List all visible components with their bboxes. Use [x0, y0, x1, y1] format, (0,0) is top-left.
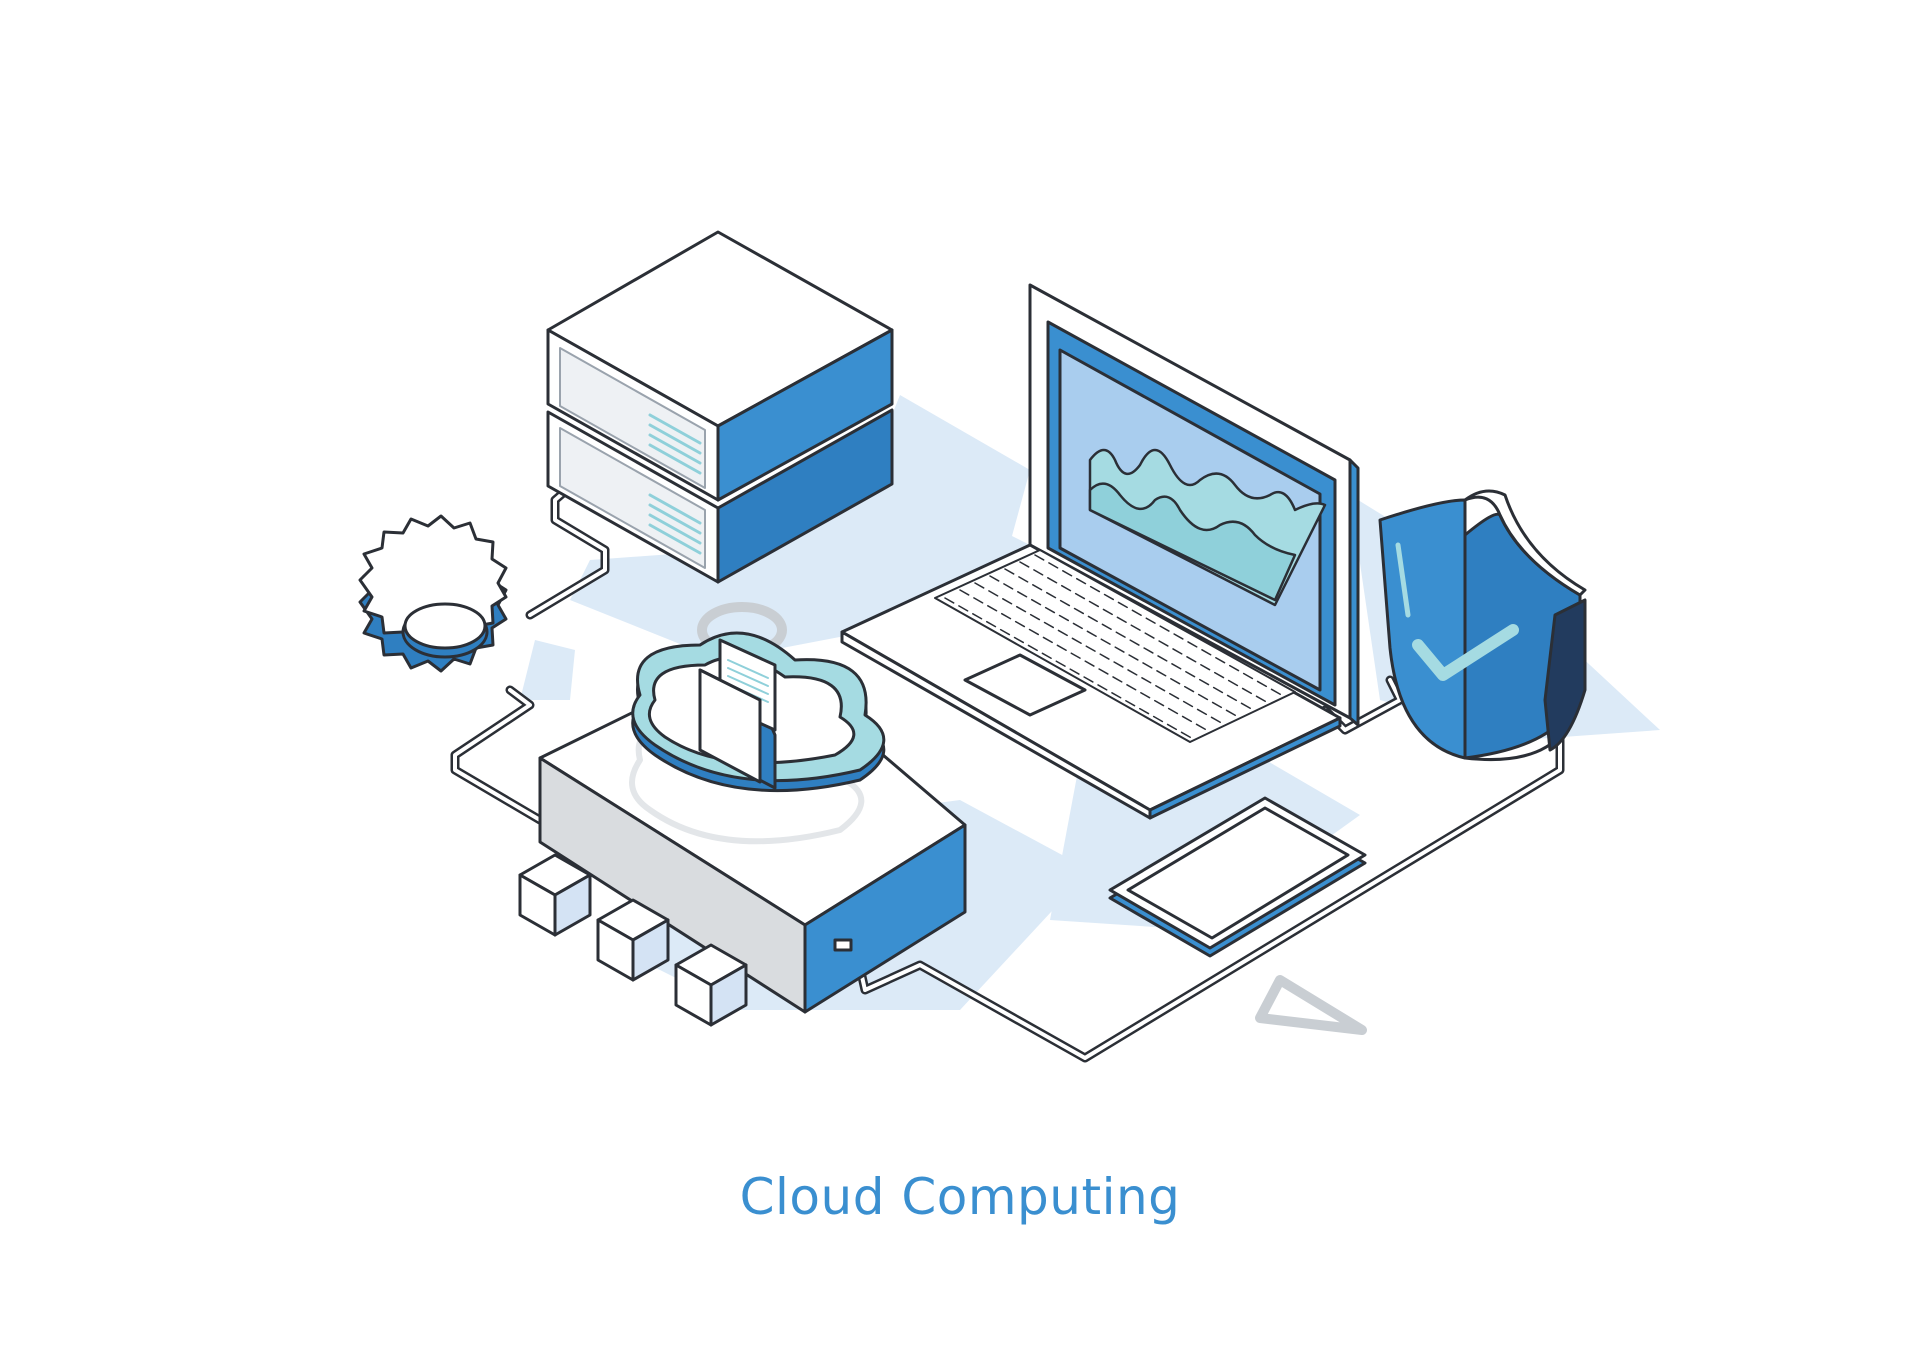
server-display [648, 413, 702, 555]
cloud-storage-box [538, 631, 967, 1014]
smartphone [1108, 796, 1367, 958]
shield-check-icon [1378, 489, 1587, 762]
box-port [833, 938, 853, 952]
area-chart [1088, 448, 1327, 607]
check-mark [1412, 624, 1519, 681]
cube-2 [596, 898, 670, 982]
page-title: Cloud Computing [739, 1168, 1181, 1226]
network-cables-inner [453, 468, 1562, 1060]
server-top-side [716, 328, 894, 502]
server-bottom-side [716, 408, 894, 584]
server-stack [546, 230, 894, 584]
laptop-base-side [1148, 716, 1342, 820]
document-icon [698, 638, 777, 790]
server-vents [559, 347, 706, 569]
gear-icon [358, 514, 508, 673]
box-side [803, 823, 967, 1014]
trackpad [963, 653, 1087, 717]
cube-1 [518, 853, 592, 937]
laptop [840, 283, 1360, 820]
keyboard-area [934, 549, 1296, 743]
keyboard-keys [944, 554, 1286, 741]
cube-3 [674, 943, 748, 1027]
triangle-shape [1255, 975, 1367, 1035]
cubes [518, 853, 748, 1027]
laptop-screen-edge [1348, 458, 1360, 727]
